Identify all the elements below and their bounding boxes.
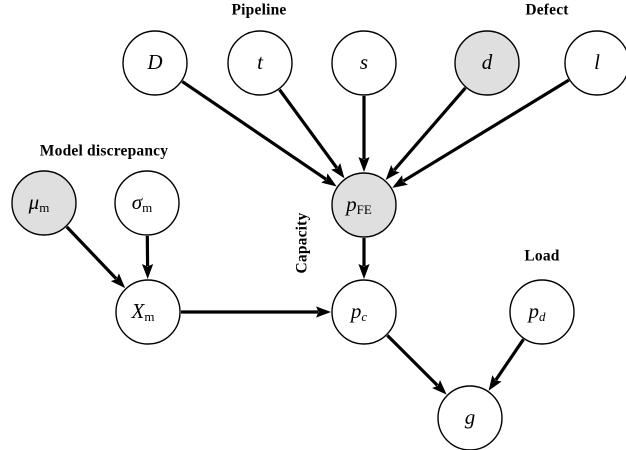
arrow-head: [316, 306, 331, 318]
node-shape-s[interactable]: [331, 30, 397, 96]
node-s[interactable]: s: [331, 30, 397, 96]
node-t[interactable]: t: [227, 30, 293, 96]
node-label-X_m: Xm: [131, 299, 155, 324]
edge-line: [386, 334, 439, 387]
edge-d-to-pFE: [385, 86, 467, 181]
node-label-mu_m: μm: [28, 190, 50, 215]
node-shape-l[interactable]: [564, 30, 626, 96]
node-p_c[interactable]: pc: [331, 279, 397, 345]
node-label-d: d: [482, 50, 493, 74]
node-shape-g[interactable]: [437, 385, 503, 450]
node-p_FE[interactable]: pFE: [331, 172, 397, 238]
node-D[interactable]: D: [122, 30, 188, 96]
arrow-head: [110, 273, 126, 289]
arrow-head: [385, 165, 400, 181]
edges-layer: [65, 78, 570, 395]
edge-sgm-to-Xm: [141, 235, 154, 279]
edge-line: [402, 78, 570, 183]
node-label-t: t: [257, 50, 264, 74]
group-label-pipeline: Pipeline: [232, 2, 287, 19]
edge-mum-to-Xm: [65, 225, 126, 289]
edge-pc-to-g: [386, 334, 447, 395]
edge-line: [65, 225, 118, 280]
arrow-head: [141, 263, 154, 279]
edge-line: [181, 80, 327, 181]
edge-s-to-pFE: [358, 96, 370, 172]
edge-line: [278, 88, 339, 169]
node-shape-D[interactable]: [122, 30, 188, 96]
group-label-model-discrepancy: Model discrepancy: [40, 143, 168, 160]
node-shape-mu_m[interactable]: [11, 170, 77, 236]
node-label-p_d: pd: [527, 299, 547, 324]
node-p_d[interactable]: pd: [509, 279, 575, 345]
node-shape-p_FE[interactable]: [331, 172, 397, 238]
edge-t-to-pFE: [278, 88, 345, 179]
arrow-head: [432, 380, 447, 395]
node-label-s: s: [360, 50, 368, 74]
group-label-capacity: Capacity: [294, 212, 311, 273]
arrow-head: [392, 175, 408, 188]
edge-pFE-to-pc: [358, 238, 370, 279]
node-sg_m[interactable]: σm: [114, 170, 180, 236]
node-shape-X_m[interactable]: [115, 279, 181, 345]
arrow-head: [358, 157, 370, 172]
node-shape-p_c[interactable]: [331, 279, 397, 345]
edge-Xm-to-pc: [181, 306, 331, 318]
arrow-head: [358, 264, 370, 279]
node-label-l: l: [594, 50, 600, 74]
node-label-p_FE: pFE: [344, 192, 372, 217]
group-label-defect: Defect: [525, 2, 569, 19]
node-mu_m[interactable]: μm: [11, 170, 77, 236]
node-g[interactable]: g: [437, 385, 503, 450]
node-X_m[interactable]: Xm: [115, 279, 181, 345]
node-label-D: D: [146, 50, 162, 74]
arrow-head: [321, 173, 337, 187]
node-label-g: g: [465, 405, 476, 429]
arrow-head: [488, 375, 502, 391]
edge-pd-to-g: [488, 338, 525, 391]
arrow-head: [331, 162, 345, 179]
node-shape-sg_m[interactable]: [114, 170, 180, 236]
node-label-p_c: pc: [349, 299, 368, 324]
node-shape-t[interactable]: [227, 30, 293, 96]
group-label-load: Load: [524, 248, 559, 265]
edge-l-to-pFE: [392, 78, 570, 188]
node-label-sg_m: σm: [132, 190, 152, 215]
edge-line: [494, 338, 525, 381]
edge-D-to-pFE: [181, 80, 337, 187]
node-d[interactable]: d: [454, 30, 520, 96]
node-l[interactable]: l: [564, 30, 626, 96]
edge-line: [392, 86, 467, 172]
node-shape-p_d[interactable]: [509, 279, 575, 345]
node-shape-d[interactable]: [454, 30, 520, 96]
